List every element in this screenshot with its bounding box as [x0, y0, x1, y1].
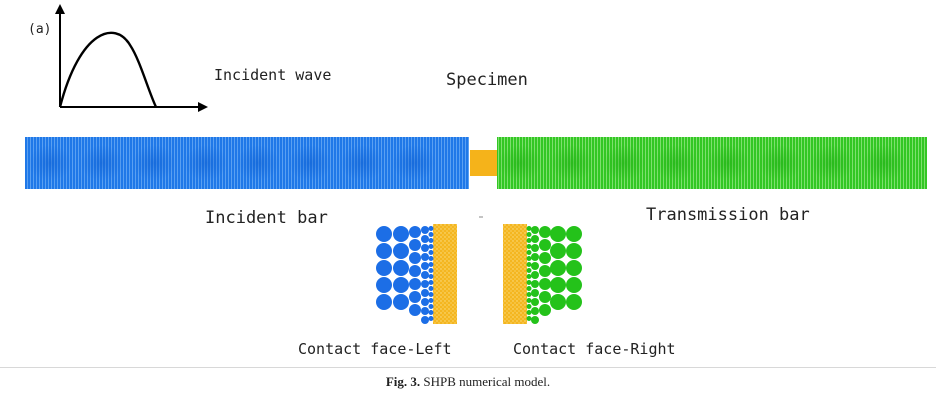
- specimen-label: Specimen: [446, 70, 528, 90]
- transmission-bar: [497, 137, 927, 189]
- incident-bar: [25, 137, 469, 189]
- contact-face-left-detail: [376, 224, 457, 324]
- figure-caption: Fig. 3. SHPB numerical model.: [0, 374, 936, 390]
- caption-text: SHPB numerical model.: [423, 374, 551, 389]
- contact-face-left-label: Contact face-Left: [298, 340, 452, 358]
- incident-wave-label: Incident wave: [214, 66, 332, 84]
- contact-face-right-detail: [503, 224, 582, 324]
- transmission-bar-label: Transmission bar: [646, 205, 810, 225]
- incident-bar-label: Incident bar: [205, 208, 328, 228]
- caption-prefix: Fig. 3.: [385, 374, 421, 389]
- specimen: [470, 150, 497, 176]
- panel-label: (a): [28, 22, 52, 37]
- incident-wave-graph: [55, 4, 208, 112]
- contact-face-right-label: Contact face-Right: [513, 340, 676, 358]
- caption-divider: [0, 367, 936, 368]
